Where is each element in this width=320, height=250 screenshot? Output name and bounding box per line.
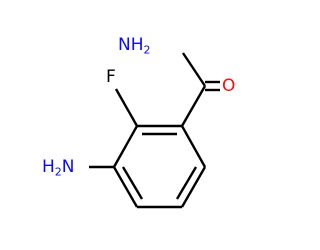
amine-h-label: H: [42, 157, 55, 177]
fluorine-label: F: [106, 67, 116, 87]
bond-c1-carbonyl: [180, 85, 207, 127]
bond-c2-c3: [112, 125, 139, 168]
amide-h-count: 2: [144, 44, 151, 57]
amide-n-label: NH2: [118, 35, 151, 57]
amine-n-element: N: [62, 157, 75, 177]
bond-inner-c5-c6: [175, 166, 198, 200]
amine-n-label: H2N: [42, 157, 75, 179]
atom-labels: NH2 O F H2N: [42, 35, 235, 179]
oxygen-label: O: [222, 76, 235, 96]
bond-carbonyl-n: [182, 52, 206, 87]
bond-c5-c6: [180, 166, 207, 208]
bond-c3-c4: [112, 166, 139, 208]
bond-c6-c1: [180, 125, 207, 168]
amide-n-element: N: [118, 35, 131, 55]
bond-c2-f: [114, 88, 139, 127]
amine-h-count: 2: [55, 166, 62, 179]
bond-group: [89, 52, 220, 209]
bond-inner-c3-c4: [121, 166, 144, 200]
amide-h-label: H: [131, 35, 144, 55]
molecule-structure: NH2 O F H2N: [42, 35, 235, 209]
